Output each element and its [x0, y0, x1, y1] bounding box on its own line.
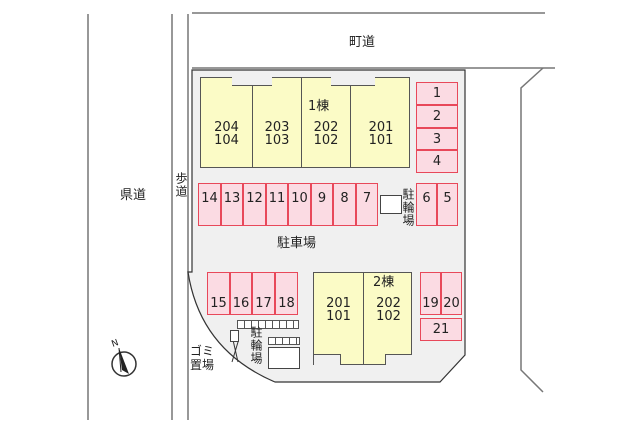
parking-space-11: 11 [266, 183, 288, 226]
parking-space-1: 1 [416, 82, 458, 105]
bike-shed-box [268, 347, 300, 369]
parking-space-21: 21 [420, 318, 462, 341]
prefectural-road-label: 県道 [120, 188, 147, 203]
parking-space-10: 10 [288, 183, 311, 226]
bike-parking-label: 駐輪場 [401, 188, 415, 227]
parking-space-12: 12 [243, 183, 266, 226]
building-1-name: 1棟 [308, 99, 330, 114]
parking-space-19: 19 [420, 272, 441, 315]
parking-space-8: 8 [333, 183, 356, 226]
entrance-notch [385, 354, 412, 365]
parking-space-20: 20 [441, 272, 462, 315]
sidewalk-label: 歩道 [174, 172, 188, 198]
parking-space-3: 3 [416, 128, 458, 150]
town-road-label: 町道 [349, 35, 376, 50]
building-2-name: 2棟 [373, 275, 395, 290]
garbage-box [230, 330, 239, 342]
entrance-notch [314, 354, 341, 365]
bike-parking-label-2: 駐輪場 [249, 326, 263, 365]
parking-space-16: 16 [230, 272, 252, 315]
parking-space-7: 7 [356, 183, 378, 226]
parking-space-17: 17 [252, 272, 275, 315]
entrance-notch [331, 76, 375, 86]
parking-space-5: 5 [437, 183, 458, 226]
parking-space-9: 9 [311, 183, 333, 226]
parking-space-14: 14 [198, 183, 221, 226]
parking-lot-label: 駐車場 [277, 236, 317, 251]
parking-space-18: 18 [275, 272, 298, 315]
bike-shed-box [380, 195, 402, 214]
compass-icon [111, 347, 137, 377]
bike-rack-row [268, 337, 300, 345]
parking-space-4: 4 [416, 150, 458, 173]
parking-space-2: 2 [416, 105, 458, 128]
garbage-area-label: ゴミ置場 [190, 344, 215, 372]
entrance-notch [232, 76, 272, 86]
parking-space-15: 15 [207, 272, 230, 315]
parking-space-13: 13 [221, 183, 243, 226]
bike-rack-row [237, 320, 299, 329]
parking-space-6: 6 [416, 183, 437, 226]
